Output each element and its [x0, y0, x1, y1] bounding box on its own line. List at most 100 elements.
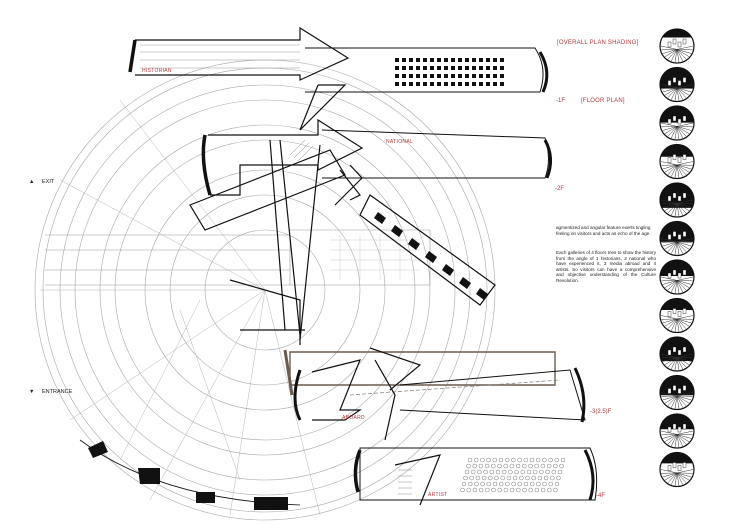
- seat-mark: [511, 457, 516, 463]
- seat-mark: [520, 469, 526, 475]
- section-thumbnail: [659, 28, 695, 64]
- gallery-label-artist: ARTIST: [428, 492, 448, 498]
- seat-mark: [554, 457, 560, 463]
- seat-mark: [540, 463, 546, 469]
- seat-mark: [522, 487, 527, 493]
- seat-mark: [491, 487, 496, 493]
- seat-mark: [546, 463, 552, 469]
- level-label-3f: -3(2.5)F: [590, 409, 612, 415]
- section-thumbnail: [659, 182, 695, 218]
- section-thumbnail: [659, 105, 695, 141]
- seat-mark: [464, 469, 470, 475]
- seat-mark: [543, 475, 549, 481]
- level-label-2f: -2F: [555, 186, 564, 192]
- seat-mark: [470, 469, 476, 475]
- seat-mark: [534, 463, 539, 469]
- seat-mark: [484, 463, 490, 469]
- seat-mark: [522, 463, 527, 469]
- seat-mark: [511, 481, 516, 487]
- seat-mark: [466, 487, 471, 493]
- section-thumbnail: [659, 143, 695, 180]
- seat-mark: [497, 487, 502, 493]
- level-label-4f: -4F: [596, 493, 605, 499]
- seat-mark: [478, 487, 484, 493]
- seat-mark: [500, 475, 505, 481]
- gallery-label-historian: HISTORIAN: [142, 68, 172, 74]
- section-thumbnail: [659, 66, 695, 103]
- seat-mark: [528, 463, 533, 469]
- national-stairs: [289, 139, 314, 162]
- seat-mark: [516, 487, 521, 493]
- seat-mark: [517, 481, 523, 487]
- seat-mark: [529, 481, 535, 487]
- description-paragraph-2: Each galleries of 4 floors tries to show…: [556, 250, 656, 283]
- seat-mark: [488, 475, 493, 481]
- seat-mark: [477, 469, 482, 475]
- section-thumbnail: [659, 259, 695, 295]
- seat-mark: [525, 475, 530, 481]
- seat-mark: [474, 481, 479, 487]
- section-thumbnail: [659, 451, 695, 488]
- section-thumbnail: [659, 297, 695, 334]
- seat-mark: [491, 463, 496, 469]
- seat-mark: [531, 475, 536, 481]
- seat-mark: [523, 457, 529, 463]
- entrance-arrow-icon: ▼: [29, 389, 35, 395]
- seat-mark: [535, 457, 541, 463]
- seat-mark: [559, 463, 564, 469]
- seat-mark: [560, 457, 566, 463]
- seat-mark: [537, 475, 543, 481]
- seat-mark: [486, 481, 492, 487]
- section-thumbnails: [659, 28, 695, 488]
- seat-mark: [509, 463, 515, 469]
- exit-arrow-icon: ▲: [29, 179, 35, 185]
- seat-mark: [517, 457, 522, 463]
- artist-stair: [398, 469, 412, 495]
- seat-mark: [523, 481, 529, 487]
- seat-mark: [526, 469, 532, 475]
- level-label-1f: -1F: [556, 98, 565, 104]
- seat-mark: [492, 457, 498, 463]
- seat-mark: [505, 481, 510, 487]
- diagonal-gallery-blocks: [374, 212, 488, 300]
- gallery-artist: [353, 447, 598, 506]
- floor-plan-header: [FLOOR PLAN]: [581, 98, 625, 104]
- seat-mark: [472, 463, 477, 469]
- seat-mark: [489, 469, 495, 475]
- seat-mark: [554, 481, 560, 487]
- historian-grid: [395, 58, 504, 86]
- seat-mark: [542, 481, 547, 487]
- seat-mark: [478, 463, 484, 469]
- seat-mark: [480, 457, 485, 463]
- entrance-label: ENTRANCE: [41, 389, 73, 395]
- seat-mark: [512, 475, 518, 481]
- seat-mark: [485, 487, 490, 493]
- seat-mark: [508, 469, 513, 475]
- seat-mark: [539, 469, 544, 475]
- seat-mark: [481, 475, 487, 481]
- seat-mark: [551, 469, 557, 475]
- seat-mark: [514, 469, 519, 475]
- diagonal-gallery: [359, 194, 496, 306]
- perimeter-blocks: [88, 441, 288, 510]
- seat-mark: [547, 487, 552, 493]
- seat-mark: [483, 469, 488, 475]
- seat-mark: [532, 469, 538, 475]
- seat-mark: [460, 487, 465, 493]
- gallery-national: [201, 118, 552, 196]
- seat-mark: [503, 487, 509, 493]
- seat-mark: [553, 463, 558, 469]
- gallery-label-aboard: ABOARD: [342, 415, 365, 421]
- seat-mark: [529, 457, 535, 463]
- artist-seat-grid: [460, 457, 566, 493]
- seat-mark: [542, 457, 547, 463]
- entrance-marker: ▼ ENTRANCE: [29, 389, 73, 396]
- section-thumbnail: [659, 413, 695, 449]
- seat-mark: [548, 457, 553, 463]
- connector-1f-2f: [299, 84, 347, 131]
- seat-mark: [494, 475, 499, 481]
- seat-mark: [553, 487, 558, 493]
- exit-marker: ▲ EXIT: [29, 179, 54, 186]
- seat-mark: [545, 469, 550, 475]
- seat-mark: [557, 469, 563, 475]
